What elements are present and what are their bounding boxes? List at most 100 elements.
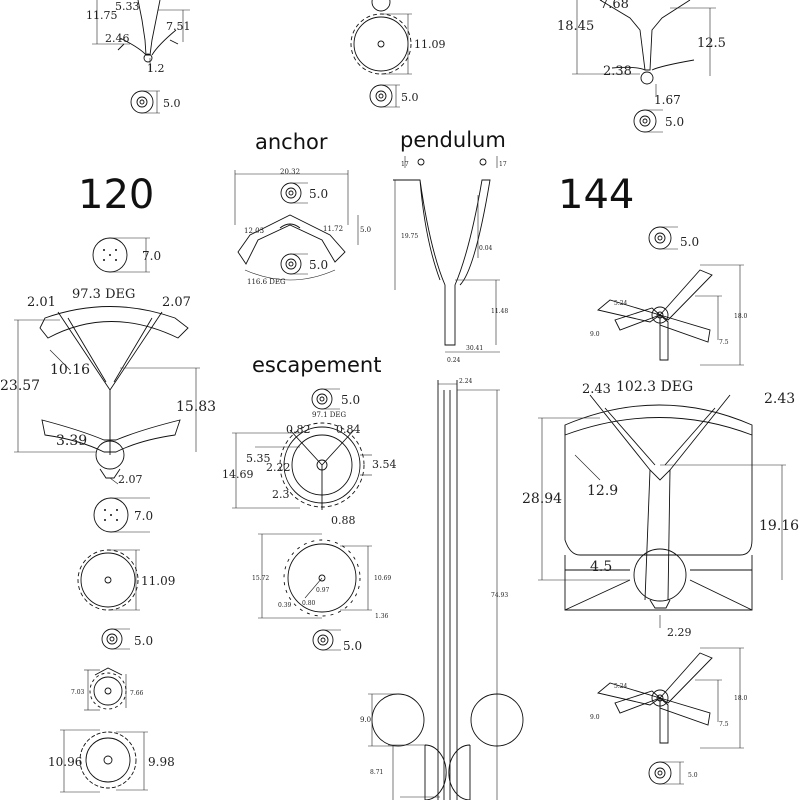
top-center-gear: [350, 0, 412, 75]
dim-right-star-bottom-d: 7.5: [719, 721, 729, 728]
dim-right-yoke-inner: 12.9: [587, 483, 618, 499]
dim-right-star-top-b: 18.0: [734, 313, 748, 320]
dim-top-left-4: 2.46: [105, 32, 130, 45]
dim-left-yoke-pin: 2.07: [118, 473, 143, 486]
title-count-144: 144: [558, 172, 634, 218]
dim-right-star-bottom-c: 9.0: [590, 714, 600, 721]
dim-wheel-inner: 10.69: [374, 575, 391, 582]
dim-escapement-g: 2.3: [272, 488, 290, 501]
dim-left-spacer-3: 5.0: [134, 634, 153, 648]
dim-left-yoke-height: 23.57: [0, 378, 40, 394]
dim-top-left-1: 5.33: [115, 0, 140, 13]
dim-escapement-angle: 97.1 DEG: [312, 411, 347, 419]
dim-right-star-bottom-a: 5.24: [614, 683, 628, 690]
dim-anchor-width: 20.32: [280, 168, 300, 176]
dim-top-left-spacer: 5.0: [163, 97, 181, 110]
dim-top-center-spacer: 5.0: [401, 91, 419, 104]
dim-pendulum-left-height: 19.75: [401, 233, 418, 240]
dim-right-star-top-c: 9.0: [590, 331, 600, 338]
top-left-anchor-part: [92, 0, 190, 72]
dim-right-star-top-d: 7.5: [719, 339, 729, 346]
dim-escapement-spacer-top: 5.0: [341, 393, 360, 407]
dim-left-bead-wheel-b: 9.98: [148, 755, 175, 769]
dim-anchor-side: 5.0: [360, 226, 371, 234]
escapement-spacer-bottom: [312, 629, 341, 651]
dim-right-yoke-angle: 102.3 DEG: [616, 379, 693, 395]
dim-pendulum-tip: 0.24: [447, 357, 461, 364]
dim-top-right-2: 18.45: [557, 19, 594, 34]
dim-escapement-b: 0.84: [336, 423, 361, 436]
top-left-spacer: [130, 90, 160, 114]
dim-right-yoke-hub: 4.5: [590, 559, 612, 575]
dim-anchor-spacer-bottom: 5.0: [309, 258, 328, 272]
dim-pendulum-top-left: 17: [401, 161, 409, 168]
dim-left-yoke-left: 2.01: [27, 295, 56, 310]
left-gear: [77, 549, 140, 611]
dim-right-top-spacer: 5.0: [680, 235, 699, 249]
dim-left-top-spacer: 7.0: [142, 249, 161, 263]
left-small-gear: [84, 667, 127, 711]
dim-left-yoke-angle: 97.3 DEG: [72, 287, 135, 302]
dim-right-star-bottom-b: 18.0: [734, 695, 748, 702]
dim-right-bottom-spacer: 5.0: [688, 772, 698, 779]
dim-top-right-3: 12.5: [697, 36, 726, 51]
dim-top-left-2: 11.75: [86, 9, 118, 22]
dim-anchor-spacer-top: 5.0: [309, 187, 328, 201]
dim-right-yoke-arm: 19.16: [759, 518, 799, 534]
top-center-spacer: [369, 84, 400, 108]
dim-top-right-4: 2.38: [603, 64, 632, 79]
dim-left-small-gear-b: 7.66: [130, 690, 144, 697]
right-star-top: [597, 264, 744, 366]
escape-wheel: [258, 533, 372, 619]
dim-left-yoke-inner: 10.16: [50, 362, 90, 378]
dim-wheel-r: 0.97: [316, 587, 330, 594]
dim-right-yoke-left: 2.43: [582, 382, 611, 397]
top-right-anchor-part: [572, 0, 716, 96]
dim-right-yoke-pin: 2.29: [667, 626, 692, 639]
dim-pendulum-rod-top: 2.24: [459, 378, 473, 385]
dim-pendulum-right-small: 0.04: [479, 245, 493, 252]
title-count-120: 120: [78, 172, 154, 218]
dim-pendulum-bob-half: 8.71: [370, 769, 383, 776]
title-anchor: anchor: [255, 130, 328, 154]
right-yoke: [538, 394, 786, 628]
title-pendulum: pendulum: [400, 128, 506, 152]
dim-anchor-angle: 116.6 DEG: [247, 278, 286, 286]
right-top-spacer: [648, 226, 678, 250]
dim-pendulum-rod-length: 74.93: [491, 592, 508, 599]
dim-escapement-spacer-bottom: 5.0: [343, 639, 362, 653]
dim-left-yoke-right: 2.07: [162, 295, 191, 310]
pendulum-part: [368, 156, 524, 800]
dim-escapement-d: 2.22: [266, 461, 291, 474]
left-bead-wheel: [60, 729, 148, 793]
dim-pendulum-width: 30.41: [466, 345, 483, 352]
dim-escapement-a: 0.82: [286, 423, 311, 436]
left-yoke: [14, 306, 200, 485]
dim-left-yoke-arm: 15.83: [176, 399, 216, 415]
dim-left-small-gear-a: 7.03: [71, 689, 85, 696]
dim-wheel-tooth2: 0.80: [302, 600, 316, 607]
dim-pendulum-top-right: 17: [499, 161, 507, 168]
left-top-spacer: [92, 237, 150, 273]
dim-right-yoke-right: 2.43: [764, 391, 795, 407]
anchor-part: [234, 170, 359, 281]
dim-top-center-gear: 11.09: [414, 38, 446, 51]
escapement-part: [232, 388, 372, 510]
right-star-bottom: [597, 647, 744, 749]
dim-escapement-f: 14.69: [222, 468, 254, 481]
dim-top-left-3: 7.51: [166, 20, 191, 33]
dim-right-star-top-a: 5.24: [614, 300, 628, 307]
dim-anchor-left: 12.03: [244, 227, 264, 235]
dim-left-spacer-2: 7.0: [134, 509, 153, 523]
dim-top-right-1: 7.68: [600, 0, 629, 12]
dim-escapement-e: 3.54: [372, 458, 397, 471]
dim-pendulum-bob: 9.0: [360, 716, 371, 724]
left-spacer-3: [101, 628, 130, 650]
dim-escapement-h: 0.88: [331, 514, 356, 527]
dim-left-yoke-hub: 3.39: [56, 433, 87, 449]
title-escapement: escapement: [252, 353, 381, 377]
left-spacer-2: [93, 497, 150, 533]
dim-left-gear: 11.09: [141, 574, 175, 588]
